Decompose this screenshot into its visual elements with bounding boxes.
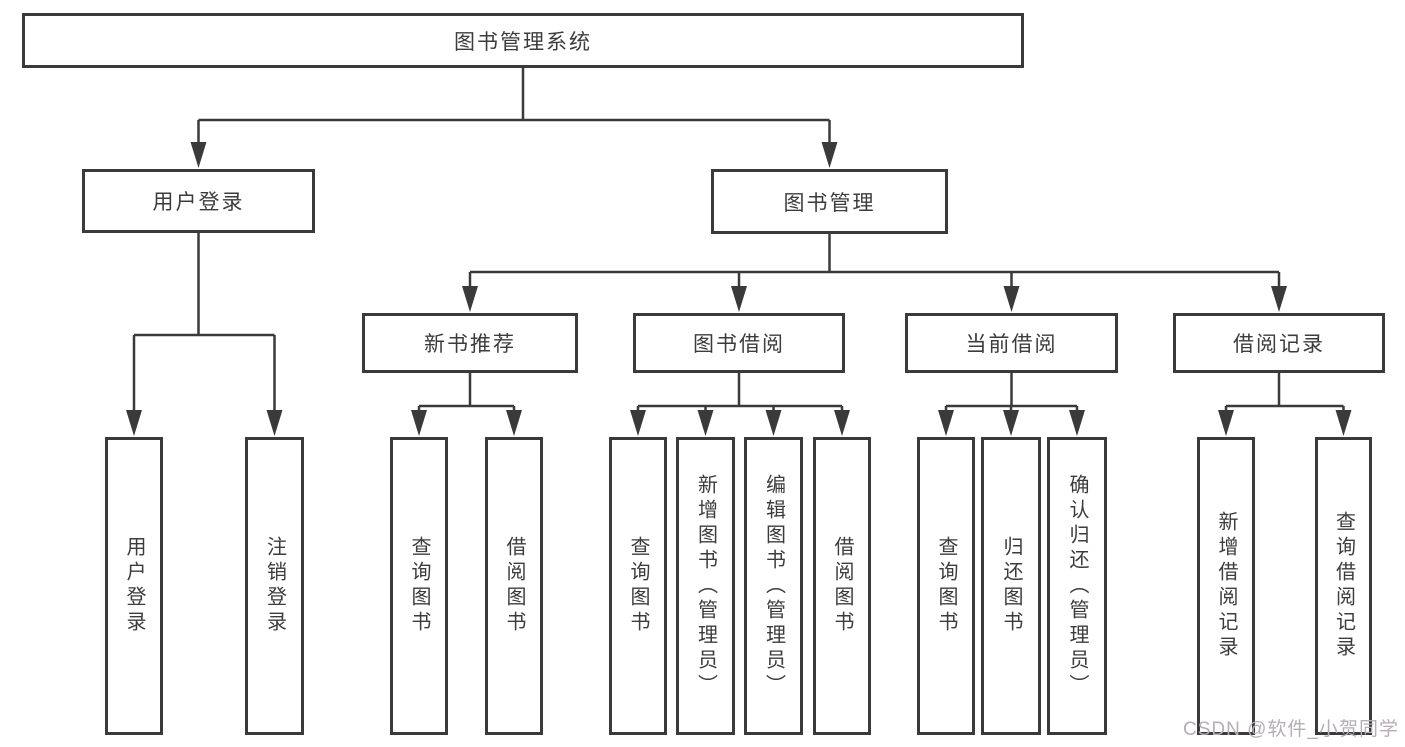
node-leaf-logout: 注销登录 xyxy=(245,437,304,735)
node-bb-add: 新增图书（管理员） xyxy=(676,437,735,735)
node-book-mgmt: 图书管理 xyxy=(711,169,948,234)
node-current-borrow: 当前借阅 xyxy=(905,313,1118,373)
node-new-books: 新书推荐 xyxy=(362,313,578,373)
node-nb-borrow: 借阅图书 xyxy=(485,437,543,735)
node-nb-query: 查询图书 xyxy=(390,437,448,735)
node-user-login: 用户登录 xyxy=(82,169,315,233)
node-root: 图书管理系统 xyxy=(22,13,1024,68)
node-br-query: 查询借阅记录 xyxy=(1315,437,1372,735)
node-leaf-user-login: 用户登录 xyxy=(105,437,163,735)
node-bb-edit: 编辑图书（管理员） xyxy=(744,437,803,735)
node-br-add: 新增借阅记录 xyxy=(1197,437,1255,735)
node-bb-borrow: 借阅图书 xyxy=(813,437,871,735)
node-book-borrow: 图书借阅 xyxy=(633,313,845,373)
node-cb-query: 查询图书 xyxy=(917,437,975,735)
csdn-watermark: CSDN @软件_小贺同学 xyxy=(1183,719,1399,740)
node-borrow-records: 借阅记录 xyxy=(1173,313,1385,373)
node-bb-query: 查询图书 xyxy=(609,437,667,735)
node-cb-confirm: 确认归还（管理员） xyxy=(1047,437,1107,735)
node-cb-return: 归还图书 xyxy=(981,437,1041,735)
